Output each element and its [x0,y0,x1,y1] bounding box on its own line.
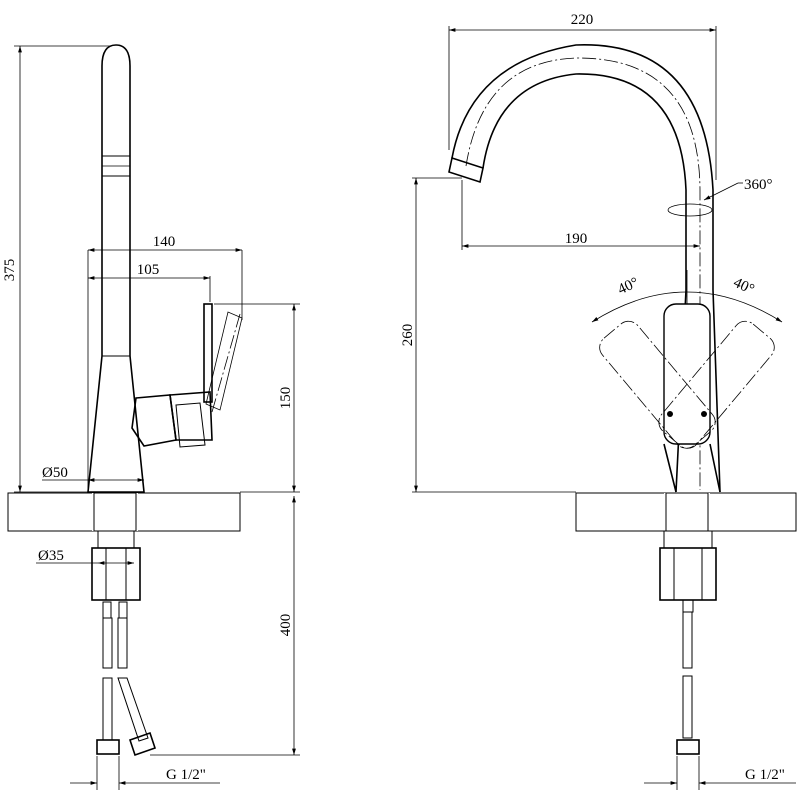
countertop-right [575,492,797,532]
dim-spout-height: 260 [400,324,416,347]
shank-nut-left [91,530,141,601]
countertop-left [7,492,241,532]
dim-thread-left: G 1/2" [166,767,206,783]
rotation-indicator [667,182,743,217]
dim-rotation: 360° [744,177,773,193]
dim-shank-diameter: Ø35 [38,548,64,564]
dim-lever-angle-right: 40° [731,275,757,298]
dim-height-total: 375 [2,259,18,282]
lever-front [591,270,783,493]
front-view: 220 360° 190 260 40° 40° G 1/2" [400,12,797,790]
dim-thread-right: G 1/2" [745,767,785,783]
dim-hose-length: 400 [278,614,294,637]
faucet-body-side [87,44,243,493]
dimensions-right [412,26,796,790]
dimensions-left [14,45,300,790]
dim-lever-height: 150 [278,387,294,410]
dim-spout-span: 220 [571,12,594,28]
dim-base-diameter: Ø50 [42,465,68,481]
dim-lever-angle-left: 40° [615,275,641,298]
hoses-left [96,601,157,757]
hose-right [676,599,700,755]
dim-spout-reach: 190 [565,231,588,247]
dim-reach-lever: 140 [153,234,176,250]
side-view: 375 140 105 150 Ø50 Ø35 400 G 1/2" [2,44,300,790]
shank-nut-right [659,530,717,601]
dim-reach-body: 105 [137,262,160,278]
